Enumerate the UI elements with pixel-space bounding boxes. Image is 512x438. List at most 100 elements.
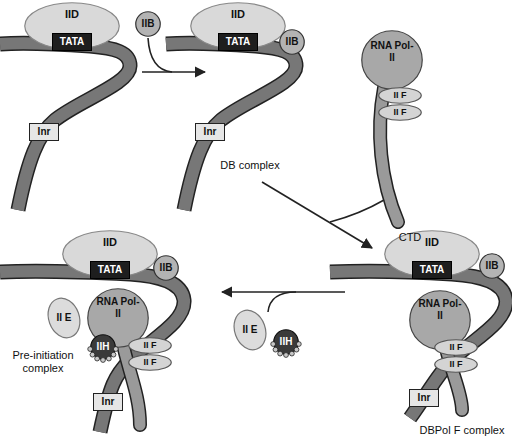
tfiih-bead [95,356,100,361]
tfiib-circle: IIB [135,11,161,37]
tfiie-shape: II E [234,309,266,351]
tata-box: TATA [90,261,130,279]
tfiid-oval-outline [191,3,286,50]
tfiid-oval-text: IID [65,8,79,21]
tfiib-circle-outline [280,30,305,55]
inr-box: Inr [409,389,439,407]
inr-box-text: Inr [204,126,217,138]
tata-box-text: TATA [60,36,84,48]
tfiif-oval: II F [434,356,478,373]
rna-pol-ii-text: RNA Pol-II [369,40,415,63]
tfiih-circle: IIH [90,334,116,360]
tfiih-bead [88,347,93,352]
tfiih-bead [107,356,112,361]
inr-box-outline [410,390,439,407]
tata-box-outline [53,34,92,51]
inr-box-text: Inr [38,126,51,138]
tfiif-oval: II F [434,339,478,356]
tfiih-circle: IIH [273,329,299,355]
tfiih-bead [294,347,299,352]
tfiib-circle: IIB [479,253,505,279]
dna-ribbon [330,271,506,418]
tfiif-oval-outline [435,339,478,355]
tfiib-circle-text: IIB [286,36,299,48]
inr-box-outline [94,394,123,411]
rna-pol-ii: RNA Pol-II [361,30,423,90]
tata-box-outline [413,262,452,279]
inr-box-outline [196,124,225,141]
ctd-tail [122,340,140,425]
tfiih-circle-text: IIH [280,336,293,348]
dna-ribbon [0,271,184,432]
tfiif-oval-outline [129,337,172,353]
tfiih-bead [290,351,295,356]
tfiid-oval: IID TATA [384,230,480,278]
tfiif-oval-text: II F [394,90,407,100]
tfiih-circle-text: IIH [97,341,110,353]
tfiid-oval: IID TATA [24,2,120,50]
tfiih-circle-outline [274,330,299,355]
tfiid-oval: IID TATA [190,2,286,50]
tfiih-circle-outline [91,335,116,360]
tata-box-text: TATA [420,264,444,276]
ctd-tail [122,340,140,425]
tfiib-circle-text: IIB [142,18,155,30]
tfiid-oval-text: IID [231,8,245,21]
tata-box-text: TATA [226,36,250,48]
rna-pol-ii-text: RNA Pol-II [95,296,141,319]
tata-box-text: TATA [98,264,122,276]
tfiie-shape-text: II E [242,324,257,336]
reaction-arrow [222,291,345,293]
tfiie-shape-outline [229,306,272,354]
domain-label-box: CTD [398,231,423,244]
tfiid-oval-text: IID [425,236,439,249]
tfiif-oval-text: II F [450,342,463,352]
tfiih-bead [101,358,106,363]
tfiie-shape-outline [43,294,86,342]
tfiih-bead [113,347,118,352]
reaction-arrow [262,182,372,248]
tfiib-circle-outline [154,256,179,281]
tfiib-circle-outline [480,254,505,279]
inr-box: Inr [29,123,59,141]
dna-ribbon [166,43,296,210]
tfiie-shape: II E [48,297,80,339]
rna-pol-ii-outline [362,31,423,90]
reaction-join [268,292,296,312]
dna-ribbon [0,43,130,210]
complex-label: DB complex [219,159,281,172]
tfiif-oval-text: II F [144,357,157,367]
dna-ribbon [330,271,506,418]
tfiif-oval-text: II F [144,340,157,350]
tata-box: TATA [218,33,258,51]
inr-box-text: Inr [418,392,431,404]
tfiih-bead [111,352,116,357]
tfiid-oval-text: IID [103,236,117,249]
tfiif-oval: II F [378,104,422,121]
tfiih-bead [273,347,278,352]
dna-ribbon [0,43,130,210]
tfiib-circle: IIB [153,255,179,281]
tfiib-circle-outline [136,12,161,37]
tfiif-oval-text: II F [450,359,463,369]
inr-box: Inr [195,123,225,141]
tata-box: TATA [412,261,452,279]
domain-label: CTD [398,231,423,244]
tfiif-oval: II F [128,337,172,354]
tfiib-circle: IIB [279,29,305,55]
tfiif-oval-text: II F [394,107,407,117]
complex-label-box: DB complex [219,159,281,172]
tata-box-outline [91,262,130,279]
tfiib-circle-text: IIB [160,262,173,274]
complex-label-box: Pre-initiation complex [4,349,84,374]
tfiif-oval-outline [379,87,422,103]
tfiid-oval-outline [63,231,158,278]
tfiih-bead [284,353,289,358]
tfiih-bead [278,351,283,356]
tfiih-bead [271,342,276,347]
tfiif-oval-outline [129,354,172,370]
tfiib-circle-text: IIB [486,260,499,272]
complex-label-box: DBPol F complex [419,424,506,437]
